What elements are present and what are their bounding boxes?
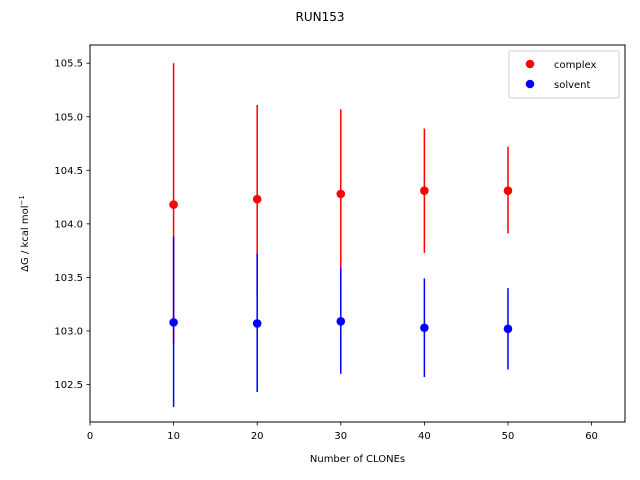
solvent-point — [169, 318, 178, 327]
y-tick-label: 103.0 — [54, 326, 83, 337]
solvent-point — [503, 324, 513, 334]
solvent-point — [420, 323, 429, 333]
y-tick-label: 102.5 — [54, 380, 83, 391]
complex-point — [420, 186, 429, 195]
complex-point — [336, 189, 346, 199]
complex-point — [503, 186, 513, 195]
x-tick-label: 10 — [167, 431, 180, 442]
x-tick-label: 30 — [334, 431, 347, 442]
legend-label-solvent: solvent — [554, 80, 591, 91]
x-tick-label: 50 — [502, 431, 515, 442]
complex-point — [252, 194, 262, 204]
complex-point — [169, 200, 178, 209]
y-tick-label: 104.0 — [54, 219, 83, 230]
y-axis: 102.5 103.0 103.5 104.0 104.5 105.0 105.5 — [54, 59, 90, 391]
x-tick-label: 40 — [418, 431, 431, 442]
x-tick-label: 0 — [87, 431, 93, 442]
legend-marker-complex — [525, 59, 535, 69]
plot-area — [169, 63, 513, 408]
chart-title: RUN153 — [295, 10, 344, 24]
y-tick-label: 105.5 — [54, 59, 83, 70]
legend-label-complex: complex — [554, 60, 596, 71]
legend-box — [508, 50, 620, 99]
x-tick-label: 60 — [585, 431, 598, 442]
x-axis-label: Number of CLONEs — [310, 454, 405, 465]
solvent-point — [336, 317, 346, 326]
solvent-point — [252, 319, 262, 328]
legend: complex solvent — [508, 50, 620, 99]
x-tick-label: 20 — [251, 431, 264, 442]
x-axis: 0 10 20 30 40 50 60 — [87, 422, 598, 442]
legend-marker-solvent — [525, 79, 535, 89]
y-tick-label: 105.0 — [54, 112, 83, 123]
y-tick-label: 104.5 — [54, 166, 83, 177]
y-axis-label: ΔG / kcal mol−1 — [18, 195, 31, 272]
y-axis-label-superscript: −1 — [18, 195, 26, 205]
axes-frame — [89, 44, 626, 423]
y-tick-label: 103.5 — [54, 273, 83, 284]
y-axis-label-main: ΔG / kcal mol — [20, 206, 31, 272]
